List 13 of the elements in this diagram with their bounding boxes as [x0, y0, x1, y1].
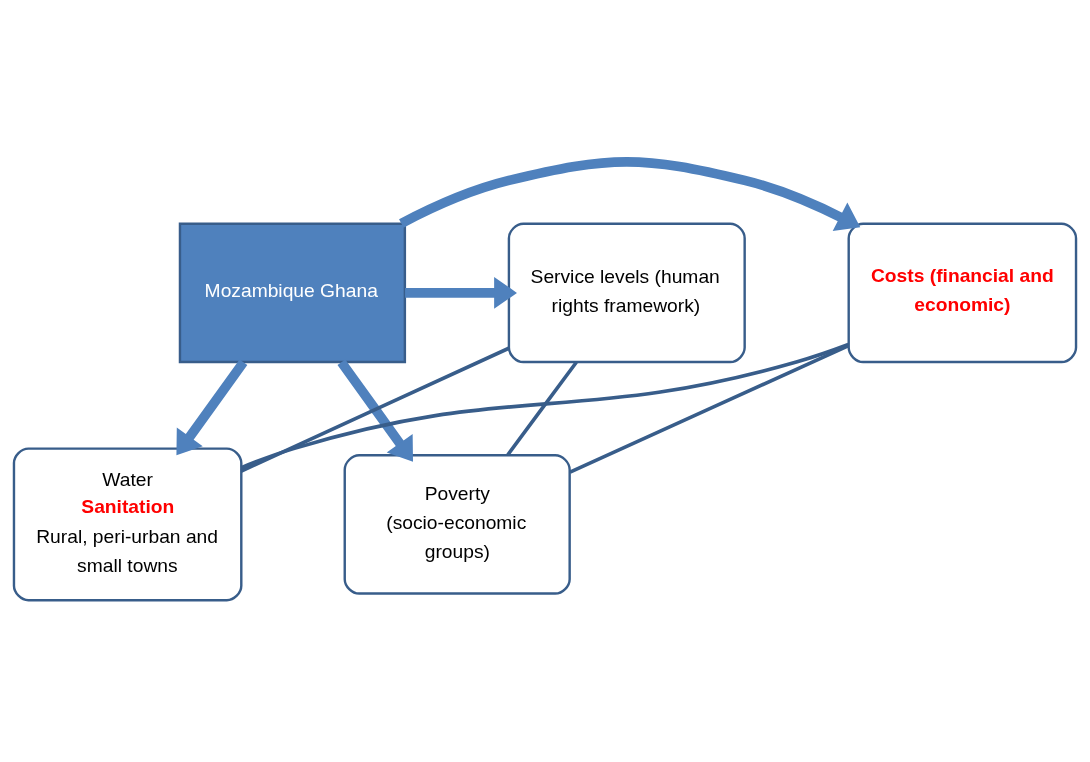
- connector: [569, 344, 850, 474]
- node-box: Service levels (human rights framework): [507, 222, 746, 364]
- connector: [240, 342, 849, 470]
- connector: [506, 361, 578, 457]
- arrow: [176, 359, 248, 456]
- node-box: Poverty (socio-economic groups): [343, 454, 571, 595]
- node-box: Mozambique Ghana: [178, 222, 407, 364]
- arrow: [405, 276, 517, 309]
- node-box: Water Sanitation Rural, peri-urban and small towns: [12, 447, 243, 602]
- arrow: [337, 359, 413, 462]
- node-box: Costs (financial and economic): [847, 222, 1078, 364]
- arrow: [399, 157, 861, 232]
- connector: [240, 346, 510, 473]
